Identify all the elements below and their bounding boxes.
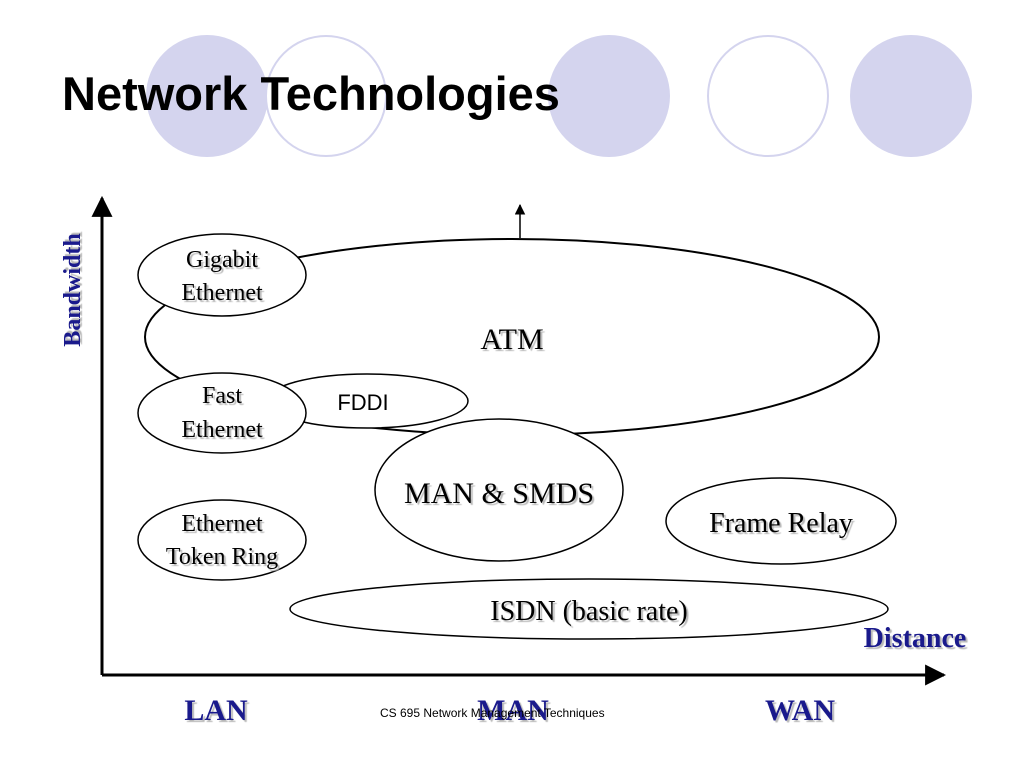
decor-circle-filled xyxy=(146,35,268,157)
fast-ethernet-line2: Ethernet xyxy=(181,417,263,443)
x-tick-lan: LAN xyxy=(184,694,248,727)
man-smds-label: MAN & SMDS xyxy=(404,477,594,510)
decor-circle-filled xyxy=(850,35,972,157)
y-axis-label: Bandwidth xyxy=(60,233,86,346)
gigabit-ethernet-line2: Ethernet xyxy=(181,280,263,306)
x-tick-man: MAN xyxy=(477,694,549,727)
ethernet-token-ring-ellipse xyxy=(137,499,307,581)
fddi-label: FDDI xyxy=(337,390,388,415)
isdn-ellipse xyxy=(289,578,889,640)
frame-relay-label: Frame Relay xyxy=(709,508,853,539)
ethernet-token-ring-line1: Ethernet xyxy=(181,511,263,537)
decor-circle-filled xyxy=(548,35,670,157)
gigabit-ethernet-ellipse xyxy=(137,233,307,317)
decor-circle-outline xyxy=(707,35,829,157)
ethernet-token-ring-line2: Token Ring xyxy=(166,544,278,570)
fast-ethernet-ellipse xyxy=(137,372,307,454)
gigabit-ethernet-line1: Gigabit xyxy=(186,247,258,273)
decor-circle-outline xyxy=(265,35,387,157)
atm-label: ATM xyxy=(480,323,543,356)
frame-relay-ellipse xyxy=(665,477,897,565)
decorative-circles xyxy=(146,35,972,157)
isdn-label: ISDN (basic rate) xyxy=(490,596,687,627)
slide-footer: CS 695 Network Management Techniques xyxy=(380,706,605,720)
x-axis-label: Distance xyxy=(864,623,967,654)
man-smds-ellipse xyxy=(374,418,624,562)
fast-ethernet-line1: Fast xyxy=(202,383,242,409)
x-tick-wan: WAN xyxy=(765,694,835,727)
slide-title: Network Technologies xyxy=(62,67,560,120)
